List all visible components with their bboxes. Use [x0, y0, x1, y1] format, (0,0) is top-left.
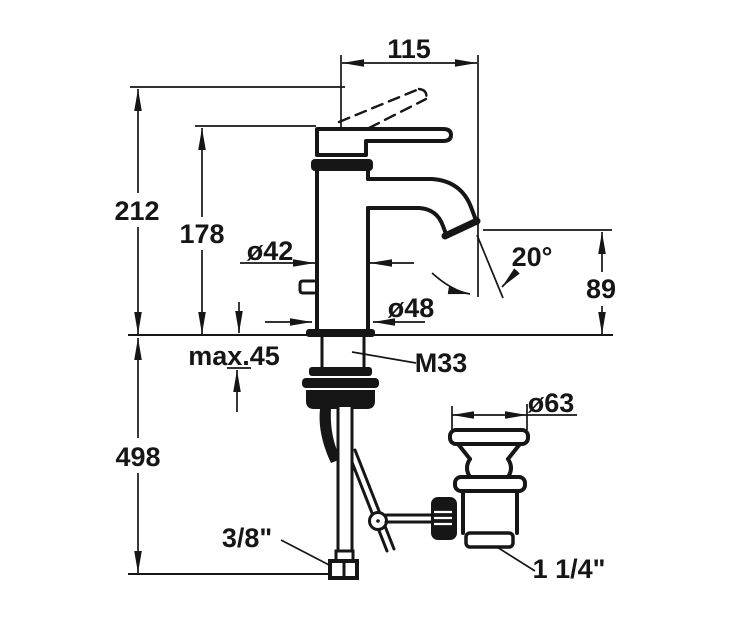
body-height-label: 178 [179, 219, 224, 249]
hose-length-label: 498 [115, 442, 160, 472]
lever-handle [315, 127, 453, 157]
spout-angle-label: 20° [512, 242, 553, 272]
max-deck-thickness-label: max.45 [188, 341, 280, 371]
drain-neck-right [506, 457, 513, 479]
angle-arrow-right [501, 268, 520, 288]
angle-slant-line [476, 234, 504, 299]
pop-up-rod-a [346, 450, 389, 553]
supply-hose-fill [339, 407, 351, 552]
drain-neck-left [465, 457, 472, 479]
body-diameter-label: ø42 [247, 236, 294, 266]
mounting-nut [306, 390, 375, 409]
dimension-labels: 115 212 178 ø42 ø48 20° 89 max.45 M33 49… [114, 34, 616, 584]
washer-1 [309, 367, 372, 376]
lever-raised-dashed [337, 87, 428, 130]
base-diameter-label: ø48 [388, 293, 435, 323]
spout-bottom-edge [366, 206, 448, 236]
drain-taper-left [456, 442, 472, 461]
thread-size-label: M33 [415, 348, 468, 378]
outlet-height-label: 89 [586, 274, 616, 304]
under-deck-assembly [302, 335, 433, 580]
leader-thread-size [351, 351, 417, 364]
faucet-outline [298, 87, 481, 337]
supply-connection-label: 3/8" [222, 523, 272, 553]
lift-rod-knob [298, 279, 316, 295]
base-plate [306, 329, 375, 337]
drain-connection-label: 1 1/4" [533, 554, 606, 584]
drain-mid-flange [453, 475, 527, 493]
drain-tailpiece [464, 531, 515, 549]
drain-top-flange [448, 428, 530, 446]
drain-taper-right [506, 442, 522, 461]
spout-top-edge [366, 177, 479, 225]
leader-supply-connection [280, 539, 334, 568]
angle-arc [431, 272, 471, 295]
spout-reach-label: 115 [387, 34, 431, 64]
collar-ring [311, 159, 373, 171]
rod-pivot-center [376, 519, 380, 523]
overall-height-label: 212 [114, 196, 159, 226]
washer-2 [302, 378, 379, 388]
drain-flange-diameter-label: ø63 [528, 388, 575, 418]
supply-hose-short [319, 409, 341, 463]
pop-up-rod-b [353, 448, 396, 551]
spout-outlet-face [441, 217, 481, 240]
drain-assembly [431, 428, 530, 549]
